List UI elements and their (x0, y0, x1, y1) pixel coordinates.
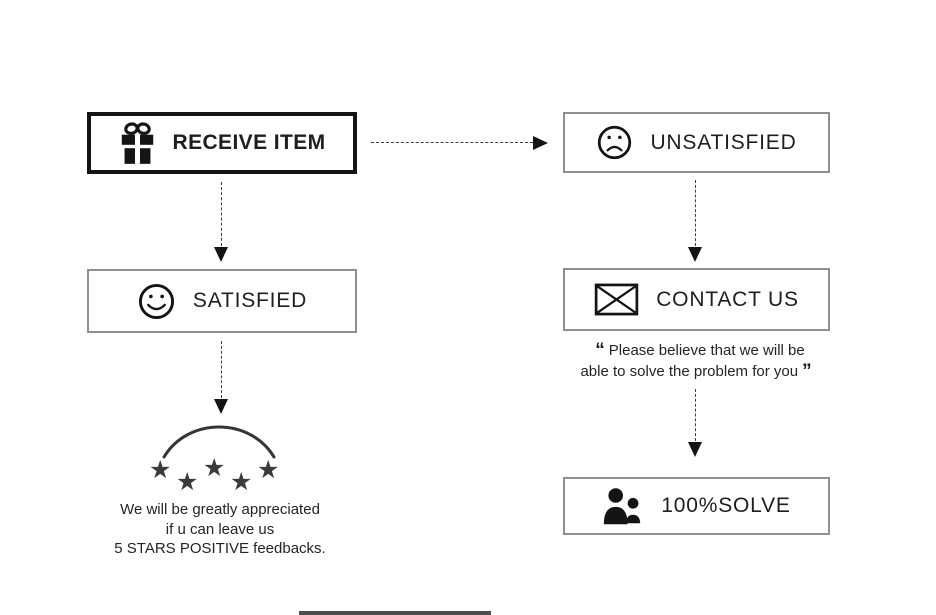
arrow-receive-to-unsatisfied (371, 142, 533, 143)
arrowhead-down-icon (214, 399, 228, 414)
node-label-unsatisfied: UNSATISFIED (650, 130, 797, 154)
people-icon (602, 487, 644, 525)
five-stars: ★ ★ ★ ★ ★ (149, 454, 291, 500)
node-satisfied: SATISFIED (87, 269, 357, 333)
bottom-bar (299, 611, 491, 615)
sad-face-icon (596, 124, 633, 161)
arrowhead-down-icon (214, 247, 228, 262)
feedback-line-1: We will be greatly appreciated (120, 501, 320, 518)
quote-text-2: able to solve the problem for you (580, 363, 799, 380)
star-icon: ★ (203, 453, 226, 482)
node-unsatisfied: UNSATISFIED (563, 112, 830, 173)
arc-line (162, 425, 276, 459)
star-icon: ★ (149, 455, 172, 484)
arrowhead-right-icon (533, 136, 548, 150)
gift-icon (119, 121, 156, 165)
node-100-solve: 100%SOLVE (563, 477, 830, 535)
envelope-icon (594, 283, 639, 316)
arrow-unsatisfied-to-contact (695, 180, 696, 246)
arrowhead-down-icon (688, 247, 702, 262)
feedback-line-3: 5 STARS POSITIVE feedbacks. (114, 540, 326, 557)
node-receive-item: RECEIVE ITEM (87, 112, 357, 174)
quote-line-1: “Please believe that we will be (552, 340, 844, 361)
arrow-contact-to-solve (695, 389, 696, 441)
arrow-receive-to-satisfied (221, 182, 222, 246)
arrowhead-down-icon (688, 442, 702, 457)
contact-quote: “Please believe that we will be able to … (552, 340, 844, 382)
node-label-receive-item: RECEIVE ITEM (172, 131, 326, 154)
star-icon: ★ (230, 467, 253, 496)
quote-text-1: Please believe that we will be (608, 342, 805, 359)
star-icon: ★ (176, 467, 199, 496)
feedback-caption: We will be greatly appreciated if u can … (70, 500, 370, 559)
smiley-face-icon (137, 282, 176, 321)
open-quote-mark: “ (595, 340, 605, 361)
quote-line-2: able to solve the problem for you” (552, 361, 844, 382)
close-quote-mark: ” (802, 361, 812, 382)
node-label-satisfied: SATISFIED (192, 289, 308, 312)
star-icon: ★ (257, 455, 280, 484)
feedback-line-2: if u can leave us (165, 520, 275, 538)
node-contact-us: CONTACT US (563, 268, 830, 331)
arrow-satisfied-to-stars (221, 341, 222, 398)
node-label-contact-us: CONTACT US (656, 287, 799, 311)
node-label-100-solve: 100%SOLVE (661, 494, 791, 517)
